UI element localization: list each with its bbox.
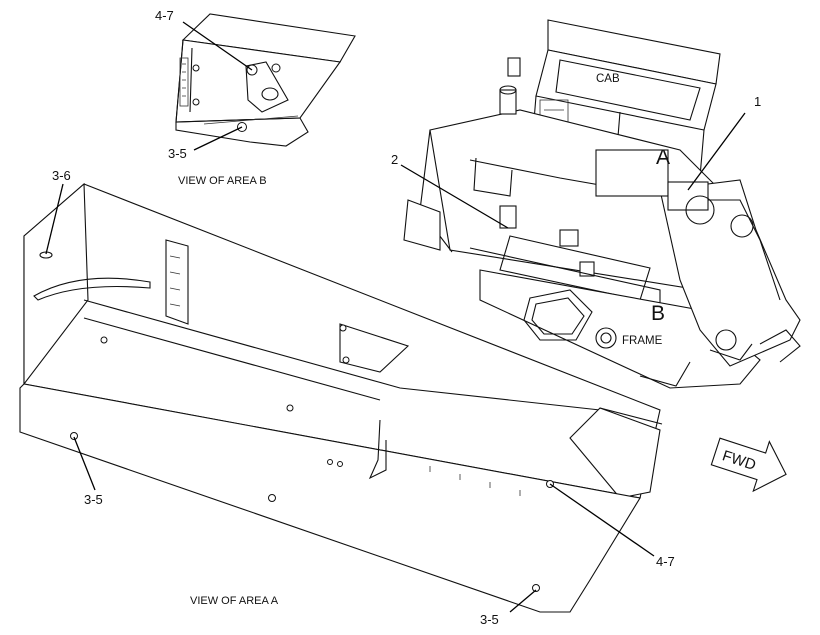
callout-3-5-bottom: 3-5 bbox=[480, 612, 499, 627]
machine-illustration bbox=[403, 19, 801, 389]
leader-2 bbox=[400, 164, 509, 229]
view-area-a-illustration bbox=[19, 182, 663, 613]
callout-4-7-right: 4-7 bbox=[656, 554, 675, 569]
callout-3-5-left: 3-5 bbox=[84, 492, 103, 507]
view-area-a-caption: VIEW OF AREA A bbox=[190, 595, 279, 607]
callout-1: 1 bbox=[754, 94, 761, 109]
view-area-b-illustration bbox=[175, 13, 356, 147]
label-a: A bbox=[656, 146, 670, 169]
callout-3-5-top: 3-5 bbox=[168, 146, 187, 161]
callout-4-7-top: 4-7 bbox=[155, 8, 174, 23]
leader-4-7-right bbox=[549, 483, 655, 557]
leader-3-5-bottom bbox=[509, 589, 537, 613]
label-b: B bbox=[651, 302, 665, 325]
leader-4-7-top bbox=[182, 21, 253, 71]
callout-3-6: 3-6 bbox=[52, 168, 71, 183]
view-area-b-caption: VIEW OF AREA B bbox=[178, 175, 267, 187]
leader-1 bbox=[687, 112, 746, 191]
label-frame: FRAME bbox=[622, 335, 663, 347]
callout-2: 2 bbox=[391, 152, 398, 167]
forward-arrow-icon: FWD bbox=[710, 437, 787, 493]
leader-3-5-top bbox=[193, 126, 243, 151]
leader-3-6 bbox=[45, 183, 64, 255]
label-cab: CAB bbox=[596, 73, 620, 85]
leader-3-5-left bbox=[73, 436, 96, 491]
